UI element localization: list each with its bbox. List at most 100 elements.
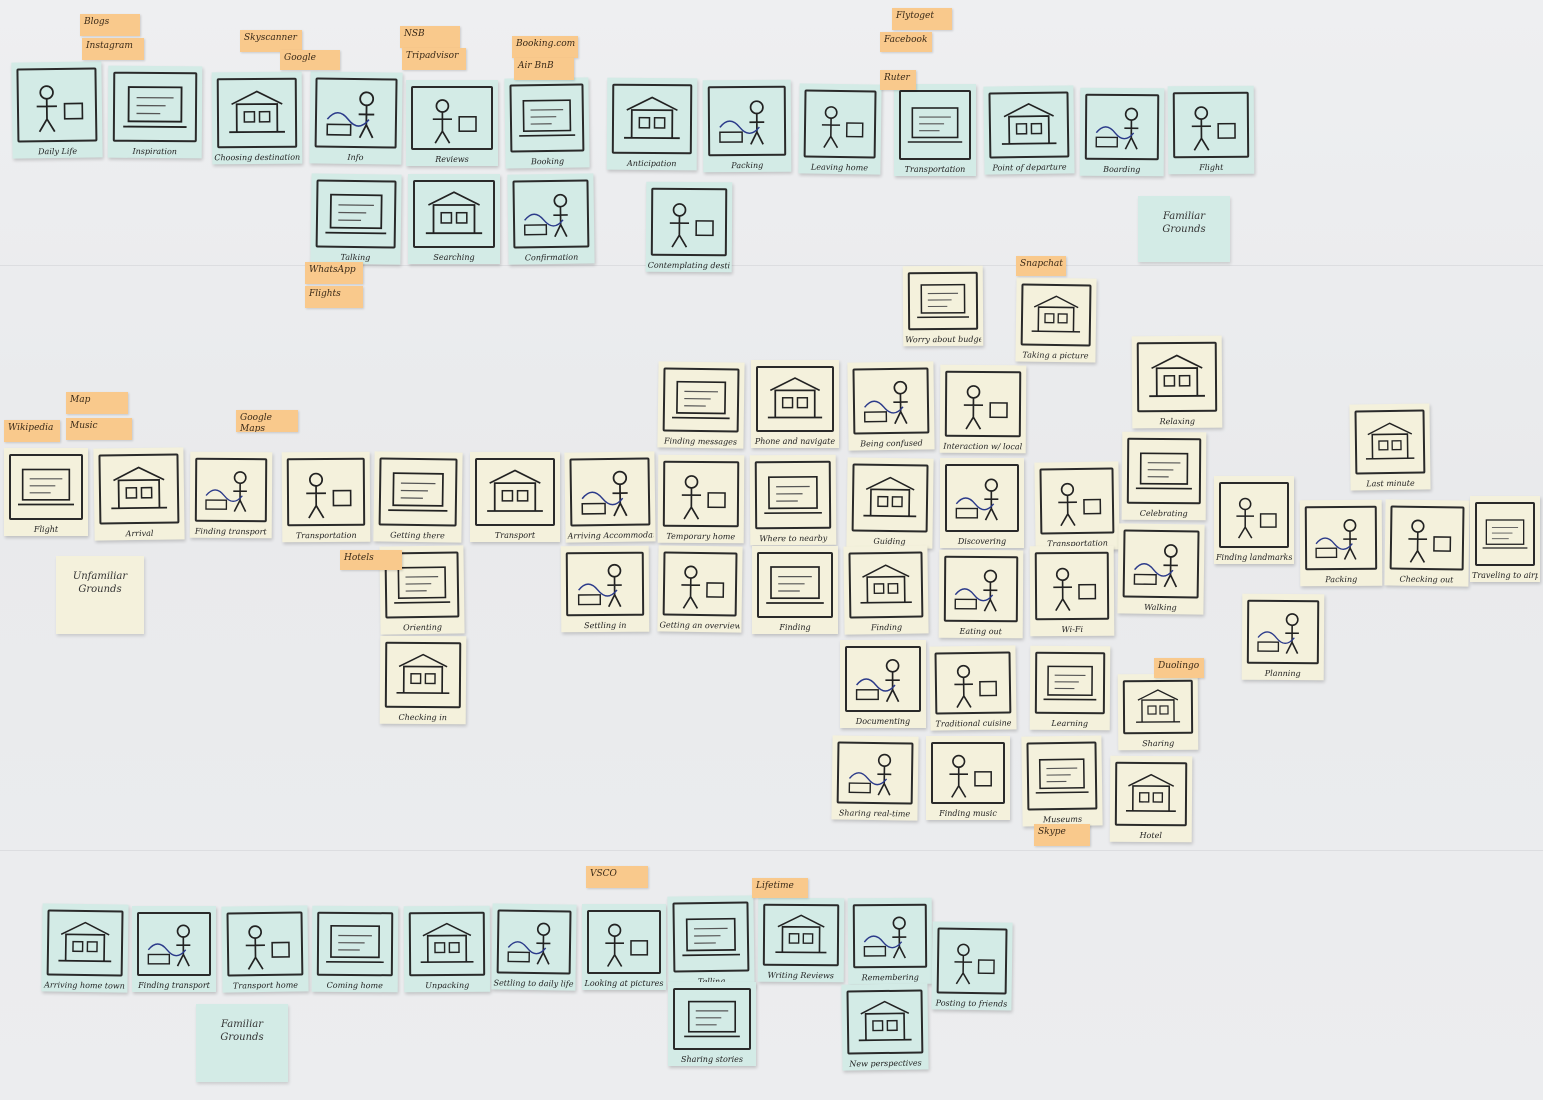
card-caption: Relaxing (1159, 416, 1196, 427)
sketch-frame (565, 551, 645, 617)
storyboard-card: Traditional cuisine (929, 645, 1017, 731)
sketch-frame (1114, 761, 1188, 827)
card-caption: Sharing real-time (838, 808, 911, 819)
card-caption: Settling to daily life (493, 978, 574, 989)
storyboard-card: Transport home (221, 905, 309, 993)
card-caption: Where to nearby (759, 533, 828, 544)
suitcase-icon (1315, 519, 1357, 560)
tell-icon (682, 917, 740, 957)
excited-person-icon (624, 96, 680, 140)
taxi-icon (245, 925, 290, 970)
sketch-frame (112, 71, 198, 143)
storyboard-card: Guiding (846, 457, 934, 549)
storyboard-card: Learning (1029, 645, 1111, 731)
sketch-frame (411, 86, 493, 150)
touchpoint-tag: Hotels (340, 550, 402, 570)
sketch-frame (408, 911, 486, 977)
card-caption: Remembering (861, 972, 919, 983)
two-people-icon (325, 193, 387, 235)
sketch-frame (931, 742, 1005, 804)
document-icon (855, 658, 900, 703)
plane-seat-icon (18, 468, 74, 506)
wall-band-divider (0, 850, 1543, 851)
touchpoint-tag: Duolingo (1154, 658, 1204, 678)
sketch-frame (1026, 741, 1098, 811)
sketch-frame (9, 454, 83, 520)
storyboard-card: Arriving Accommodation (564, 451, 656, 543)
card-caption: Eating out (959, 626, 1002, 637)
storyboard-card: Temporary home (657, 454, 745, 544)
storyboard-card: Finding messages (657, 361, 745, 449)
storyboard-card: Settling in (560, 545, 650, 633)
storyboard-card: Museums (1021, 735, 1103, 827)
card-caption: Orienting (403, 622, 443, 633)
tram-icon (1058, 482, 1102, 527)
sketch-frame (194, 457, 268, 523)
card-caption: Inspiration (132, 146, 177, 157)
sketch-frame (662, 367, 740, 433)
sketch-frame (852, 903, 928, 969)
stars-icon (775, 914, 827, 954)
sketch-frame (1126, 437, 1202, 505)
sketch-frame (384, 551, 460, 619)
card-caption: Discovering (957, 537, 1007, 546)
storyboard-card: New perspectives (841, 983, 929, 1071)
sketch-frame (509, 83, 585, 153)
museum-icon (1035, 758, 1089, 794)
map-pin-icon (394, 566, 451, 604)
storyboard-card: Planning (1241, 593, 1325, 681)
storyboard-card: Documenting (840, 640, 926, 728)
sunbed-icon (1149, 354, 1205, 398)
food-icon (954, 664, 998, 708)
storyboard-card: Checking in (379, 635, 467, 725)
airport-icon (58, 921, 112, 963)
sketch-frame (1304, 505, 1378, 571)
storyboard-card: Coming home (311, 905, 399, 993)
storyboard-card: Discovering (940, 458, 1024, 548)
sketch-frame (936, 927, 1008, 995)
storyboard-card: Anticipation (606, 77, 698, 171)
storyboard-card: Finding (752, 546, 838, 634)
interaction-icon (963, 385, 1008, 430)
storyboard-card: Getting there (373, 451, 463, 543)
sketch-frame (851, 463, 929, 533)
sketch-frame (16, 67, 98, 143)
storyboard-card: Being confused (847, 361, 935, 451)
touchpoint-tag: Map (66, 392, 128, 414)
sketch-frame (846, 989, 924, 1055)
card-caption: Point of departure (992, 162, 1067, 173)
storyboard-card: Worry about budget (902, 265, 984, 347)
storyboard-card: Wi-Fi (1029, 545, 1115, 637)
sketch-frame (762, 903, 840, 967)
car-icon (1482, 519, 1528, 549)
dreaming-person-icon (123, 86, 187, 128)
vehicle-icon (907, 107, 963, 143)
storyboard-card: Transportation (281, 451, 371, 543)
sketch-frame (512, 179, 590, 249)
card-caption: Last minute (1366, 478, 1415, 489)
card-caption: Transportation (295, 530, 357, 541)
sketch-frame (848, 551, 924, 619)
storyboard-card: Choosing destination (211, 71, 303, 165)
storyboard-card: Taking a picture (1015, 277, 1097, 363)
sketch-frame (707, 85, 787, 157)
laptop-icon (326, 91, 375, 139)
storyboard-card: Hotel (1109, 755, 1193, 843)
card-caption: Boarding (1103, 164, 1141, 175)
storyboard-card: Searching (408, 174, 500, 264)
card-caption: Transport (494, 531, 536, 540)
plane-seat-icon (1191, 106, 1236, 151)
card-caption: Getting there (390, 530, 445, 541)
card-caption: Checking out (1399, 574, 1454, 585)
sketch-frame (672, 901, 750, 973)
touchpoint-tag: Google Maps (236, 410, 298, 432)
sketch-frame (314, 77, 398, 149)
card-caption: Worry about budget (905, 334, 982, 345)
sketch-frame (754, 460, 832, 530)
touchpoint-tag: Ruter (880, 70, 916, 90)
storyboard-card: Getting an overview (657, 545, 743, 633)
storyboard-card: Where to nearby (749, 454, 837, 546)
card-caption: Finding (779, 623, 811, 632)
coffee-icon (507, 922, 551, 965)
touchpoint-tag: WhatsApp (305, 262, 363, 284)
